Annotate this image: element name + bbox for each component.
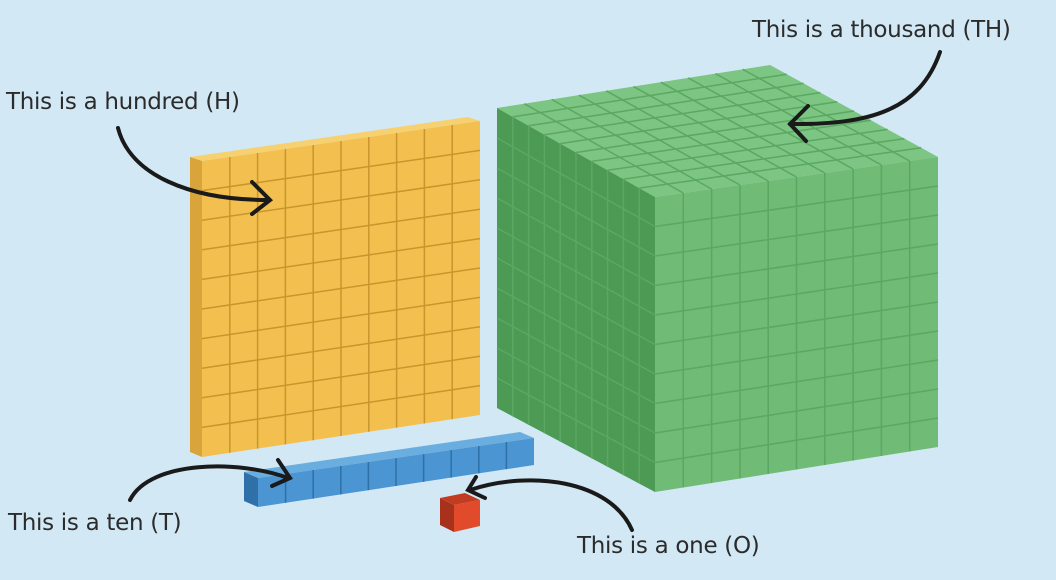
hundred-flat xyxy=(190,117,481,457)
ten-label: This is a ten (T) xyxy=(8,510,182,536)
arrow-thousand-icon xyxy=(788,50,942,127)
thousand-label: This is a thousand (TH) xyxy=(752,17,1011,43)
arrow-one-icon xyxy=(468,478,634,532)
one-cube xyxy=(440,493,480,532)
thousand-cube xyxy=(496,65,939,492)
arrow-hundred-icon xyxy=(116,126,270,202)
one-label: This is a one (O) xyxy=(577,533,760,559)
hundred-label: This is a hundred (H) xyxy=(6,89,240,115)
arrow-ten-icon xyxy=(128,464,290,502)
arrows xyxy=(116,50,942,532)
